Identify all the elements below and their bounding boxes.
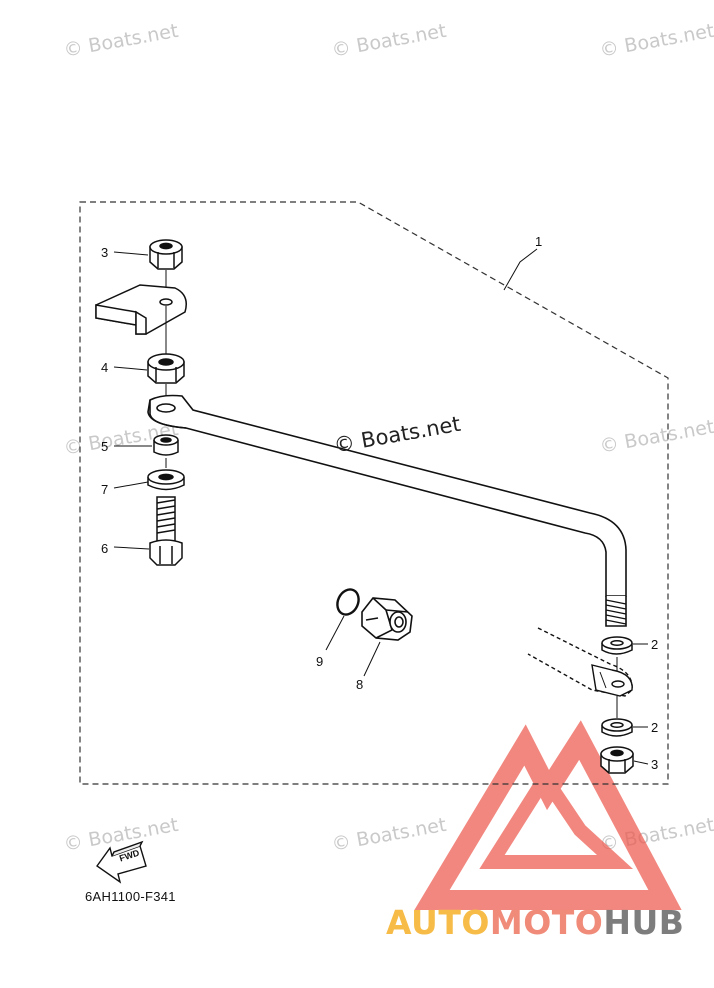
callout-2-bottom: 2 (651, 720, 659, 735)
rod-thread (605, 599, 627, 625)
brand-text: AUTOMOTOHUB (386, 903, 684, 942)
brand-part-moto: MOTO (489, 903, 604, 942)
kit-boundary (79, 201, 669, 785)
callout-4: 4 (101, 360, 109, 375)
brand-part-hub: HUB (603, 903, 685, 942)
leader-lines (113, 248, 649, 765)
nut-4 (147, 353, 185, 384)
diagram-code: 6AH1100-F341 (85, 889, 176, 904)
fwd-arrow-icon (96, 840, 147, 884)
brand-part-auto: AUTO (386, 903, 490, 942)
nut-3-bottom (600, 746, 634, 774)
callout-3-bottom: 3 (651, 757, 659, 772)
callout-1: 1 (535, 234, 543, 249)
callout-6: 6 (101, 541, 109, 556)
nut-3-top (149, 239, 183, 270)
washer-2-top (601, 636, 633, 655)
nut-8 (361, 597, 413, 641)
bracket-plate (95, 284, 187, 335)
callout-9: 9 (316, 654, 324, 669)
washer-2-bottom (601, 718, 633, 737)
callout-7: 7 (101, 482, 109, 497)
callout-2-top: 2 (651, 637, 659, 652)
callout-3-top: 3 (101, 245, 109, 260)
washer-7 (147, 469, 185, 491)
tiller-arm (527, 627, 633, 697)
steering-rod (147, 394, 627, 627)
bushing-5 (153, 434, 179, 456)
o-ring-9 (336, 588, 360, 616)
callout-8: 8 (356, 677, 364, 692)
bolt-6 (149, 496, 183, 566)
callout-5: 5 (101, 439, 109, 454)
